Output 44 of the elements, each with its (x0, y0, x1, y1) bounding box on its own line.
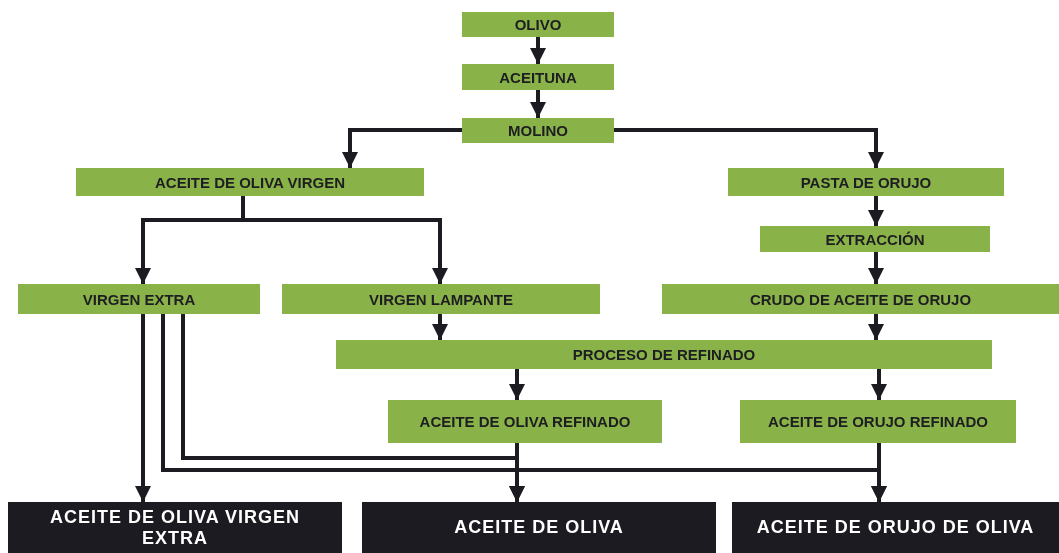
arrow (135, 314, 151, 502)
box-label: ACEITE DE ORUJO REFINADO (768, 413, 988, 430)
process-box (336, 340, 992, 369)
process-box (462, 118, 614, 143)
arrow (868, 252, 884, 284)
box-label: ACEITUNA (499, 68, 577, 86)
box-label: VIRGEN LAMPANTE (369, 290, 513, 308)
process-box (18, 284, 260, 314)
process-box (282, 284, 600, 314)
box-label: ACEITE DE OLIVA VIRGEN (155, 173, 345, 191)
product-box (362, 502, 716, 553)
product-box (8, 502, 342, 553)
process-box (740, 400, 1016, 443)
arrow (241, 196, 448, 284)
process-box (728, 168, 1004, 196)
product-box (732, 502, 1059, 553)
process-box (462, 64, 614, 90)
box-label: ACEITE DE ORUJO DE OLIVA (756, 517, 1035, 538)
arrow (530, 90, 546, 118)
box-label: CRUDO DE ACEITE DE ORUJO (749, 290, 972, 308)
box-label: MOLINO (508, 122, 568, 139)
process-box (76, 168, 424, 196)
box-label: OLIVO (514, 16, 562, 33)
arrow (530, 37, 546, 64)
box-label: PASTA DE ORUJO (800, 173, 932, 191)
arrow (432, 314, 448, 340)
arrow (509, 443, 525, 502)
arrow (871, 369, 887, 400)
box-label: EXTRACCIÓN (825, 230, 925, 248)
arrow (342, 128, 462, 168)
box-label: ACEITE DE OLIVA REFINADO (419, 413, 631, 430)
arrow (614, 128, 884, 168)
box-label: VIRGEN EXTRA (82, 290, 196, 308)
process-box (462, 12, 614, 37)
arrow (509, 369, 525, 400)
arrow (868, 196, 884, 226)
process-box (388, 400, 662, 443)
arrow (868, 314, 884, 340)
process-box (760, 226, 990, 252)
box-label: PROCESO DE REFINADO (572, 346, 756, 363)
process-box (662, 284, 1059, 314)
box-label: ACEITE DE OLIVA (454, 517, 624, 538)
box-label: ACEITE DE OLIVA VIRGEN EXTRA (49, 506, 301, 549)
arrow (871, 443, 887, 502)
